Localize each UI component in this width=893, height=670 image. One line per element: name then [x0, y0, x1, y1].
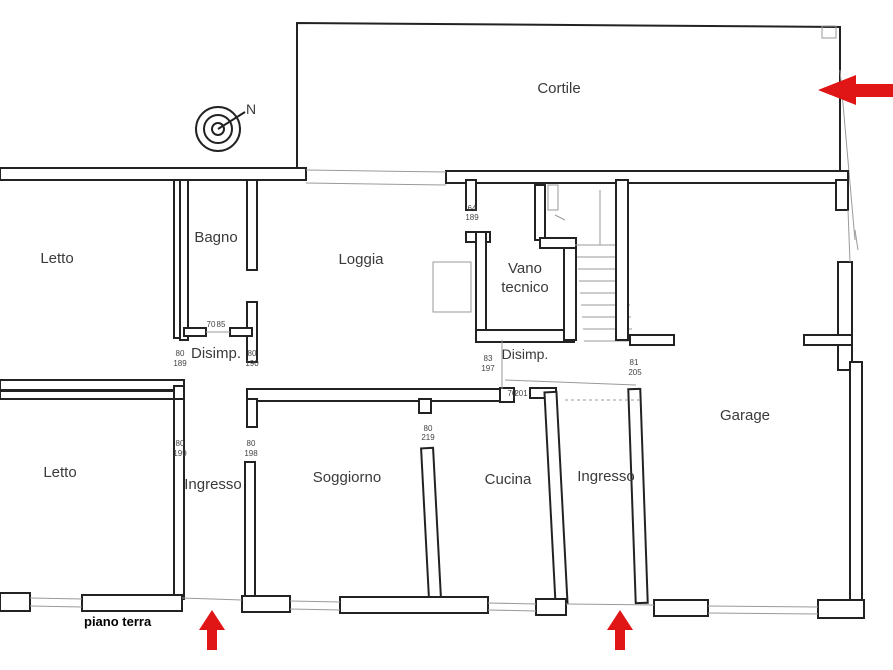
room-cucina: Cucina	[485, 471, 532, 488]
door-dim-width: 80	[247, 439, 256, 448]
door-dim-height: 205	[628, 368, 642, 377]
room-ingresso-2: Ingresso	[577, 468, 635, 485]
door-dim-width: 70	[508, 389, 517, 398]
north-compass-icon: N	[195, 101, 256, 152]
door-dim-height: 201	[514, 389, 528, 398]
plan-caption: piano terra	[84, 614, 152, 629]
door-dim-height: 199	[173, 449, 187, 458]
door-dim-width: 64	[468, 204, 477, 213]
room-soggiorno: Soggiorno	[313, 469, 381, 486]
entrance-arrow-ingresso-right-icon	[607, 610, 633, 650]
room-bagno: Bagno	[194, 229, 237, 246]
door-dim-height: 219	[421, 433, 435, 442]
room-labels: Cortile Letto Bagno Loggia Vano tecnico …	[40, 80, 770, 493]
room-loggia: Loggia	[338, 251, 384, 268]
north-label: N	[246, 101, 256, 117]
room-ingresso-1: Ingresso	[184, 476, 242, 493]
door-dim-width: 80	[424, 424, 433, 433]
door-dim-width: 80	[176, 439, 185, 448]
room-disimp-2: Disimp.	[502, 346, 549, 362]
door-dim-width: 70	[207, 320, 216, 329]
door-dim-width: 83	[484, 354, 493, 363]
room-vano-line-1: Vano	[508, 260, 542, 277]
door-dim-height: 190	[245, 359, 259, 368]
room-garage: Garage	[720, 407, 770, 424]
door-dim-height: 189	[465, 213, 479, 222]
room-disimp-1: Disimp.	[191, 345, 241, 362]
entrance-arrows	[199, 75, 893, 650]
door-dim-height: 85	[217, 320, 226, 329]
door-dim-height: 189	[173, 359, 187, 368]
room-letto-1: Letto	[40, 250, 73, 267]
door-dim-height: 198	[244, 449, 258, 458]
door-dim-width: 81	[630, 358, 639, 367]
door-dim-height: 197	[481, 364, 495, 373]
room-cortile: Cortile	[537, 80, 580, 97]
walls	[0, 167, 865, 619]
room-letto-2: Letto	[43, 464, 76, 481]
door-dimensions: 64 189 70 85 80 189 80 190 83 197 81 205…	[173, 204, 642, 458]
door-dim-width: 80	[176, 349, 185, 358]
entrance-arrow-cortile-icon	[818, 75, 893, 105]
entrance-arrow-ingresso-left-icon	[199, 610, 225, 650]
door-dim-width: 80	[248, 349, 257, 358]
room-vano-line-2: tecnico	[501, 279, 549, 296]
cortile-outline	[296, 21, 856, 241]
